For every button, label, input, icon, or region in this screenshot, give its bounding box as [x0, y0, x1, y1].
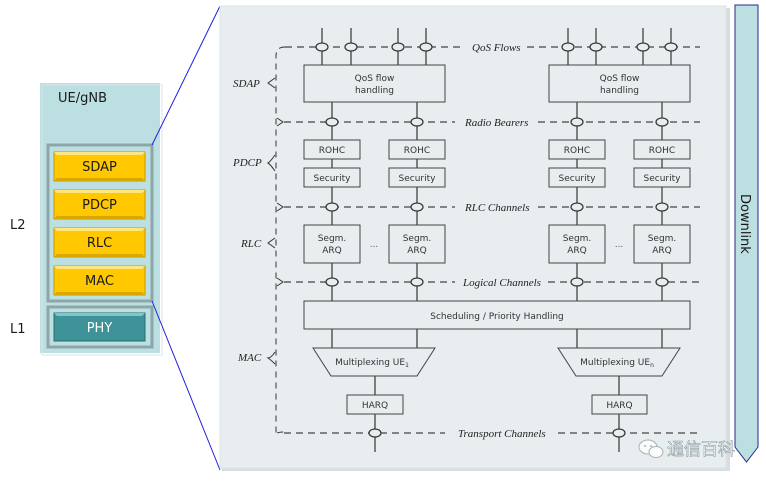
stack-layer-label: PHY [87, 321, 113, 336]
channel-endpoint [655, 202, 669, 212]
channel-endpoint [325, 202, 339, 212]
stack-layer-label: RLC [87, 236, 112, 251]
stack-title: UE/gNB [58, 91, 107, 106]
security-label: Security [559, 174, 597, 184]
segm-arq-box-left-1 [303, 224, 361, 264]
arq-label: ARQ [567, 246, 587, 256]
channel-endpoint [655, 277, 669, 287]
channel-endpoint [315, 42, 329, 52]
rohc-label: ROHC [319, 146, 345, 156]
qos-handling-left-line2: handling [355, 86, 394, 96]
qos-flow-handling-box-right [548, 64, 691, 103]
multiplexing-ue1-label: Multiplexing UE1 [335, 358, 409, 369]
rlc-ellipsis-right: ... [615, 240, 624, 250]
security-box-left-2 [388, 167, 446, 188]
harq-box-right [591, 394, 648, 415]
segm-arq-box-right-2 [633, 224, 691, 264]
arq-label: ARQ [652, 246, 672, 256]
multiplexing-ue1-block [312, 347, 436, 377]
rohc-box-right-2 [633, 139, 691, 160]
qos-handling-left-line1: QoS flow [355, 74, 395, 84]
rohc-box-right-1 [548, 139, 606, 160]
channel-endpoint [589, 42, 603, 52]
security-box-right-1 [548, 167, 606, 188]
channel-endpoint [570, 277, 584, 287]
l1-label: L1 [10, 322, 26, 337]
channel-endpoint [419, 42, 433, 52]
channel-endpoint [410, 117, 424, 127]
segm-arq-box-left-2 [388, 224, 446, 264]
channel-endpoint [410, 202, 424, 212]
channel-endpoint [344, 42, 358, 52]
channel-endpoint [570, 117, 584, 127]
stack-layer-sdap: SDAP [53, 151, 146, 182]
security-box-right-2 [633, 167, 691, 188]
stack-layer-label: PDCP [82, 198, 117, 213]
rohc-box-left-1 [303, 139, 361, 160]
qos-flow-handling-box-left [303, 64, 446, 103]
scheduling-priority-box [303, 300, 691, 330]
channel-endpoint [664, 42, 678, 52]
multiplexing-uen-block [557, 347, 681, 377]
layer-label-mac: MAC [237, 352, 262, 364]
stack-layer-rlc: RLC [53, 227, 146, 258]
rohc-label: ROHC [564, 146, 590, 156]
channel-label-logical-channels: Logical Channels [462, 277, 541, 289]
zoom-line-bottom [151, 300, 221, 471]
rlc-ellipsis-left: ... [370, 240, 379, 250]
security-label: Security [644, 174, 682, 184]
channel-endpoint [325, 117, 339, 127]
layer-label-rlc: RLC [240, 238, 262, 250]
segm-label: Segm. [648, 234, 677, 244]
security-box-left-1 [303, 167, 361, 188]
l2-label: L2 [10, 218, 26, 233]
downlink-label: Downlink [737, 194, 752, 254]
rohc-label: ROHC [649, 146, 675, 156]
arq-label: ARQ [322, 246, 342, 256]
rohc-label: ROHC [404, 146, 430, 156]
channel-endpoint [570, 202, 584, 212]
downlink-arrow [734, 4, 759, 463]
rohc-box-left-2 [388, 139, 446, 160]
multiplexing-uen-label: Multiplexing UEn [580, 358, 654, 369]
l2-group [46, 143, 154, 303]
channel-label-qos-flows: QoS Flows [472, 42, 521, 54]
layer-label-pdcp: PDCP [232, 157, 262, 169]
stack-layer-mac: MAC [53, 265, 146, 296]
watermark-text: 通信百科 [667, 440, 735, 460]
harq-left-label: HARQ [362, 401, 388, 411]
channel-label-rlc-channels: RLC Channels [464, 202, 529, 214]
stack-layer-pdcp: PDCP [53, 189, 146, 220]
security-label: Security [399, 174, 437, 184]
qos-handling-right-line2: handling [600, 86, 639, 96]
channel-endpoint [410, 277, 424, 287]
security-label: Security [314, 174, 352, 184]
segm-label: Segm. [403, 234, 432, 244]
l1-group [46, 305, 154, 349]
channel-label-radio-bearers: Radio Bearers [464, 117, 528, 129]
segm-label: Segm. [563, 234, 592, 244]
layer-label-sdap: SDAP [233, 78, 260, 90]
harq-box-left [346, 394, 404, 415]
channel-endpoint [325, 277, 339, 287]
channel-endpoint [368, 428, 382, 438]
channel-endpoint [612, 428, 626, 438]
scheduling-label: Scheduling / Priority Handling [430, 312, 564, 322]
channel-label-transport-channels: Transport Channels [458, 428, 546, 440]
layer-brace [275, 46, 286, 436]
wechat-icon [638, 439, 664, 458]
arq-label: ARQ [407, 246, 427, 256]
zoom-line-top [151, 5, 221, 146]
stack-layer-label: MAC [85, 274, 114, 289]
stack-layer-phy: PHY [53, 312, 146, 342]
channel-endpoint [561, 42, 575, 52]
channel-endpoint [636, 42, 650, 52]
channel-endpoint [655, 117, 669, 127]
qos-handling-right-line1: QoS flow [600, 74, 640, 84]
segm-arq-box-right-1 [548, 224, 606, 264]
segm-label: Segm. [318, 234, 347, 244]
channel-endpoint [391, 42, 405, 52]
stack-layer-label: SDAP [82, 160, 117, 175]
harq-right-label: HARQ [606, 401, 632, 411]
